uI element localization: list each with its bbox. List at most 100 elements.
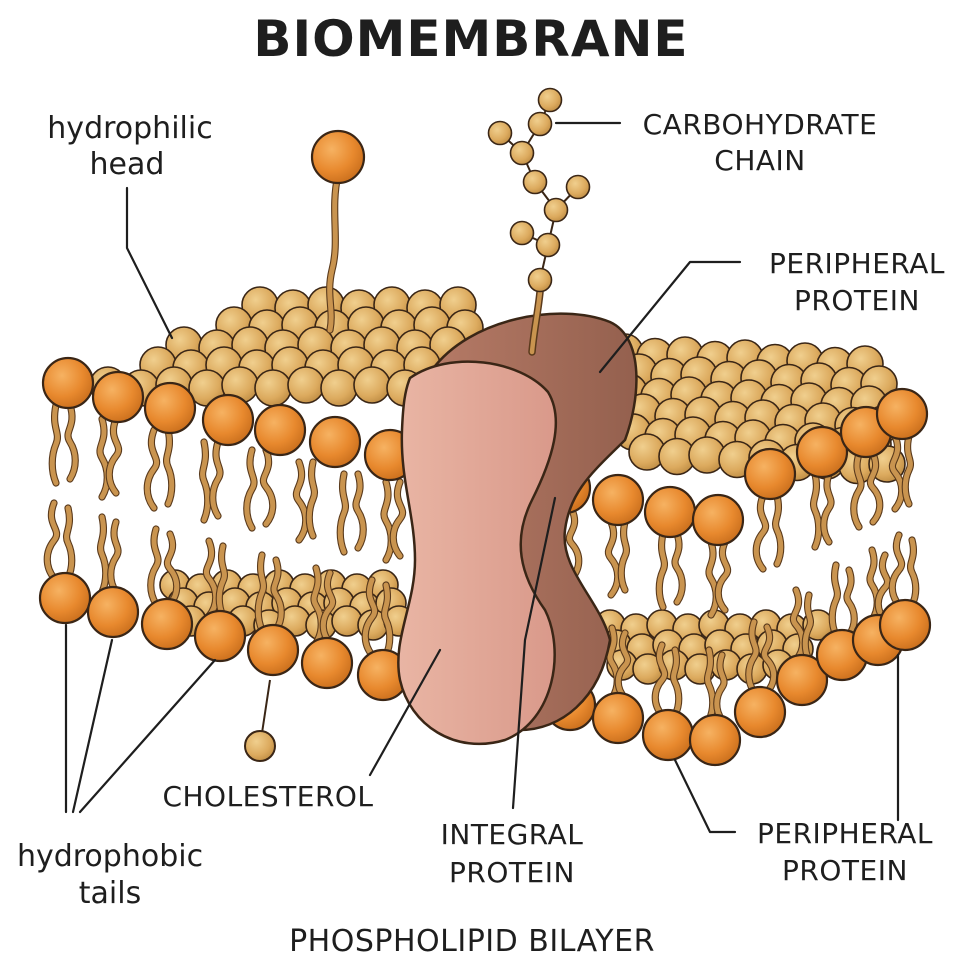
- right-upper-tail: [821, 471, 834, 545]
- bottom-back-heads: [159, 569, 834, 685]
- integral-protein: [397, 312, 638, 746]
- carbohydrate-unit: [537, 87, 563, 113]
- right-lower-tail: [652, 642, 668, 718]
- label-hydrophobic-tails-line1: hydrophobic: [17, 839, 203, 874]
- right-lower-tail: [908, 537, 919, 608]
- right-lower-tail: [705, 647, 716, 723]
- left-lower-tail: [362, 577, 378, 658]
- right-top-head: [875, 387, 929, 441]
- left-top-back-head: [287, 366, 325, 404]
- left-lower-tail: [44, 500, 60, 581]
- left-upper-tail: [390, 479, 406, 559]
- leader-peripheral-protein-bottom: [673, 758, 737, 834]
- leader-hydrophobic-tails-2: [71, 638, 114, 814]
- left-bottom-head: [246, 623, 300, 677]
- carbohydrate-chain: [487, 87, 591, 293]
- right-top-head: [691, 493, 745, 547]
- carbohydrate-unit: [535, 232, 561, 258]
- left-bottom-head: [38, 571, 92, 625]
- right-upper-tail: [773, 493, 784, 567]
- left-top-head: [91, 370, 145, 424]
- left-lower-tail: [108, 519, 121, 595]
- carbohydrate-unit: [509, 220, 535, 246]
- left-upper-tail: [210, 439, 223, 519]
- label-peripheral-protein-bottom-line2: PROTEIN: [782, 854, 908, 887]
- right-upper-tail: [706, 539, 719, 618]
- bottom-back-head: [331, 605, 363, 637]
- cholesterol-stalk: [261, 679, 271, 734]
- hydrophilic-head-sphere: [310, 129, 366, 185]
- carbohydrate-unit: [543, 197, 569, 223]
- cholesterol-sphere: [244, 730, 276, 762]
- carbohydrate-unit: [527, 267, 553, 293]
- left-bottom-head: [140, 597, 194, 651]
- right-upper-tail: [605, 519, 621, 598]
- leader-hydrophilic-head: [125, 186, 174, 340]
- lipid-stalk-inner: [327, 172, 341, 333]
- carbohydrate-unit: [522, 169, 548, 195]
- right-upper-tail: [851, 451, 864, 530]
- left-upper-tail: [244, 447, 257, 531]
- right-top-head-field: [606, 333, 906, 485]
- right-lower-tail: [802, 592, 813, 663]
- right-top-head: [643, 485, 697, 539]
- right-bottom-head: [591, 691, 645, 745]
- left-top-back-head: [254, 369, 292, 407]
- left-upper-tail: [353, 471, 366, 551]
- left-upper-tail: [200, 439, 211, 523]
- left-upper-tail: [381, 479, 394, 563]
- right-top-head: [591, 473, 645, 527]
- left-bottom-head: [86, 585, 140, 639]
- right-bottom-head: [775, 653, 829, 707]
- left-top-back-head: [353, 366, 391, 404]
- label-cholesterol: CHOLESTEROL: [162, 780, 373, 813]
- right-bottom-head: [641, 708, 695, 762]
- left-top-head-field: [89, 286, 484, 407]
- left-upper-tail: [337, 471, 348, 555]
- right-upper-tail: [889, 433, 905, 512]
- left-upper-tail: [293, 459, 309, 543]
- left-lower-tail: [203, 538, 219, 619]
- label-hydrophobic-tails-line2: tails: [79, 876, 141, 911]
- leader-lines: [64, 121, 900, 834]
- left-hydrophobic-tails: [43, 401, 407, 659]
- carbohydrate-stem-inner: [529, 289, 543, 355]
- label-peripheral-protein-top-line2: PROTEIN: [794, 284, 920, 317]
- right-upper-tail: [715, 539, 731, 613]
- left-upper-tail: [49, 402, 60, 486]
- leader-integral-protein: [511, 496, 557, 810]
- left-top-head: [143, 381, 197, 435]
- right-top-head: [743, 447, 797, 501]
- left-lower-tail: [255, 552, 266, 633]
- left-bottom-head: [300, 636, 354, 690]
- right-upper-tail: [811, 471, 822, 550]
- leader-peripheral-protein-top: [598, 260, 742, 374]
- right-upper-tail: [867, 451, 883, 525]
- carbohydrate-unit: [527, 111, 553, 137]
- left-lower-tail: [311, 565, 324, 646]
- left-lower-tail: [320, 570, 336, 646]
- right-lower-tail: [746, 619, 759, 695]
- right-hydrophobic-tails: [549, 432, 920, 724]
- right-lower-tail: [844, 567, 857, 638]
- right-bottom-head: [733, 685, 787, 739]
- right-upper-tail: [566, 507, 582, 581]
- label-peripheral-protein-bottom-line1: PERIPHERAL: [757, 817, 933, 850]
- right-bottom-head-row: [543, 598, 932, 767]
- integral-protein-front-lobe: [397, 360, 558, 746]
- left-lower-tail: [164, 531, 180, 607]
- left-upper-tail: [306, 459, 317, 539]
- label-integral-protein-line2: PROTEIN: [449, 856, 575, 889]
- left-lower-tail: [382, 582, 393, 658]
- right-lower-tail: [615, 630, 631, 701]
- left-top-back-head: [320, 369, 358, 407]
- right-lower-tail: [829, 562, 840, 638]
- left-upper-tail: [65, 402, 78, 482]
- right-upper-tail: [672, 531, 685, 605]
- label-integral-protein-line1: INTEGRAL: [441, 818, 584, 851]
- left-lower-tail: [271, 557, 284, 633]
- label-peripheral-protein-top-line1: PERIPHERAL: [769, 247, 945, 280]
- right-upper-tail: [618, 519, 629, 593]
